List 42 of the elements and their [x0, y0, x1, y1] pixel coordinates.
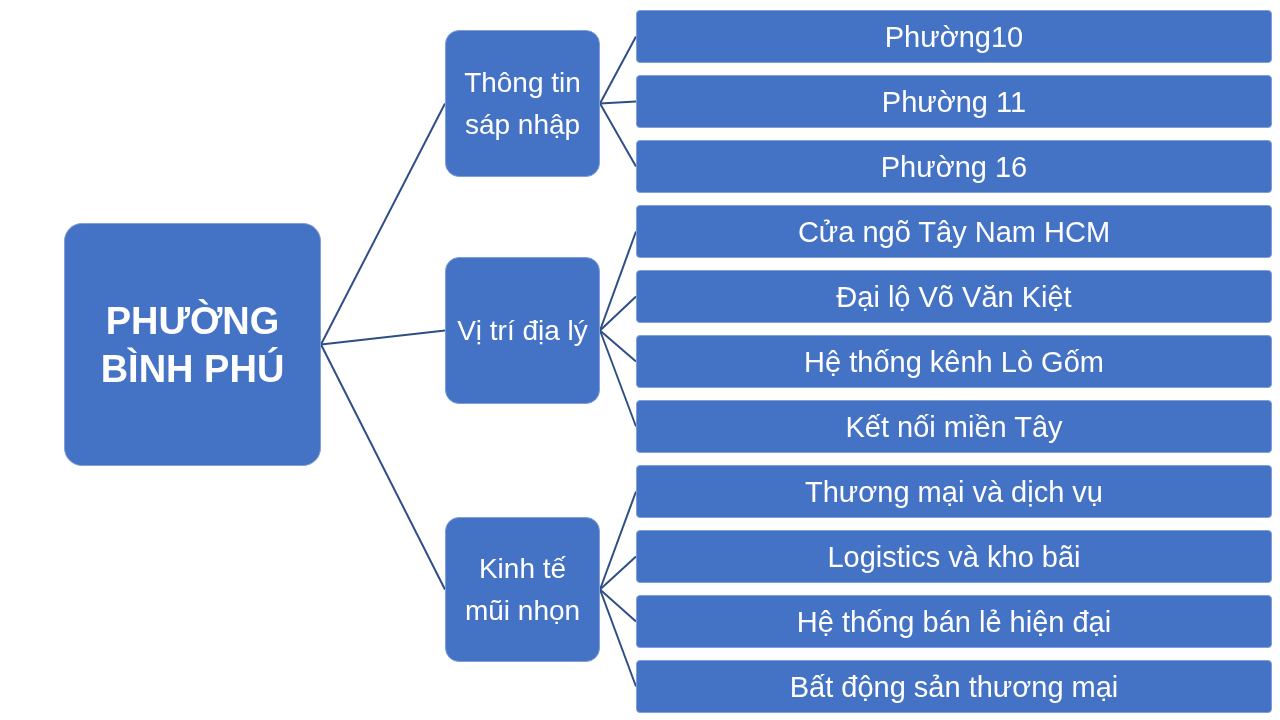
- category-box: [445, 517, 600, 662]
- connector-line: [599, 555, 637, 591]
- connector-line: [599, 100, 637, 105]
- item-box: [636, 205, 1272, 258]
- item-box: [636, 595, 1272, 648]
- node-label: Kết nối miền Tây: [845, 409, 1063, 444]
- node-label: Cửa ngõ Tây Nam HCM: [797, 214, 1111, 249]
- node-label: PHƯỜNG BÌNH PHÚ: [99, 298, 286, 392]
- topic-box: [64, 223, 321, 466]
- connector-line: [320, 102, 446, 346]
- node-label: Thông tin sáp nhập: [463, 65, 582, 142]
- item-box: [636, 400, 1272, 453]
- node-label: Hệ thống kênh Lò Gốm: [804, 344, 1104, 379]
- node-label: Phường 11: [881, 84, 1027, 119]
- item-box: [636, 75, 1272, 128]
- connector-line: [599, 35, 637, 105]
- node-label: Bất động sản thương mại: [789, 669, 1119, 704]
- item-box: [636, 270, 1272, 323]
- connector-line: [599, 588, 637, 688]
- connector-line: [320, 343, 446, 591]
- item-box: [636, 465, 1272, 518]
- connector-line: [599, 329, 637, 363]
- node-label: Thương mại và dịch vụ: [805, 474, 1103, 509]
- node-label: Phường 16: [880, 149, 1028, 184]
- category-box: [445, 257, 600, 404]
- node-label: Phường10: [884, 19, 1024, 54]
- node-label: Hệ thống bán lẻ hiện đại: [796, 604, 1112, 639]
- node-label: Đại lộ Võ Văn Kiệt: [836, 279, 1072, 314]
- item-box: [636, 660, 1272, 713]
- node-label: Vị trí địa lý: [457, 313, 588, 348]
- category-box: [445, 30, 600, 177]
- item-box: [636, 10, 1272, 63]
- node-label: Logistics và kho bãi: [827, 539, 1081, 574]
- item-box: [636, 530, 1272, 583]
- item-box: [636, 335, 1272, 388]
- connector-line: [599, 102, 637, 168]
- connector-line: [320, 329, 446, 346]
- item-box: [636, 140, 1272, 193]
- connector-line: [599, 329, 637, 428]
- connector-line: [599, 588, 637, 623]
- node-label: Kinh tế mũi nhọn: [463, 551, 582, 628]
- connector-line: [599, 295, 637, 332]
